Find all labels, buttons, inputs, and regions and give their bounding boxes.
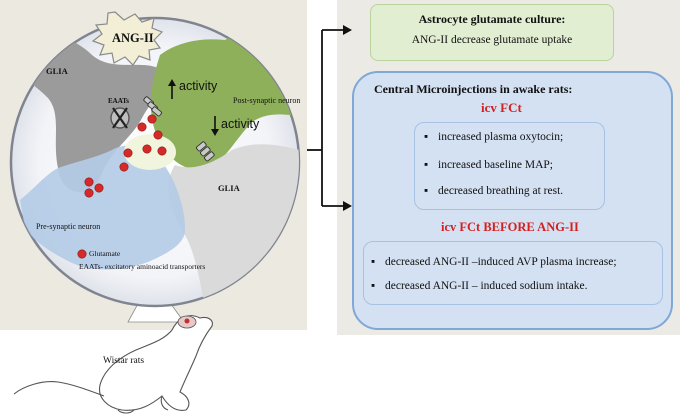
legend-eaats-label: EAATs- excitatory aminoacid transporters: [79, 262, 206, 271]
receptor-icon: [196, 141, 215, 162]
group2-item: decreased ANG-II –induced AVP plasma inc…: [371, 256, 617, 268]
microinjection-title: Central Microinjections in awake rats:: [374, 82, 573, 96]
glia-bottom: [168, 144, 299, 306]
arrow-up-icon: [168, 79, 176, 99]
culture-box: Astrocyte glutamate culture: ANG-II decr…: [370, 4, 614, 61]
eaat-transporter-icon: [110, 107, 130, 129]
activity-up-label: activity: [179, 79, 218, 93]
group1-item: increased plasma oxytocin;: [424, 131, 563, 143]
legend-glutamate-dot: [77, 249, 87, 259]
group2-title: icv FCt BEFORE ANG-II: [441, 220, 579, 234]
glutamate-dot: [119, 162, 129, 172]
glutamate-dot: [94, 183, 104, 193]
eaat-label: EAATs: [108, 97, 130, 105]
pre-synaptic-label: Pre-synaptic neuron: [36, 222, 101, 231]
glutamate-dot: [153, 130, 163, 140]
glia-top-label: GLIA: [46, 66, 68, 76]
post-synaptic-label: Post-synaptic neuron: [233, 96, 301, 105]
post-synaptic-neuron: [151, 22, 299, 171]
glutamate-dot: [142, 144, 152, 154]
ang-ii-badge-label: ANG-II: [112, 31, 154, 45]
activity-down-label: activity: [221, 117, 260, 131]
rat-label: Wistar rats: [103, 356, 145, 366]
ang-ii-badge-burst: [91, 11, 164, 66]
glutamate-dot: [147, 114, 157, 124]
group2-item: decreased ANG-II – induced sodium intake…: [371, 280, 587, 292]
glutamate-dot: [84, 188, 94, 198]
glutamate-dot: [157, 146, 167, 156]
arrow-down-icon: [211, 116, 219, 136]
pre-synaptic-neuron: [20, 145, 186, 270]
glutamate-dot: [123, 148, 133, 158]
group1-title: icv FCt: [481, 100, 522, 115]
group1-item: decreased breathing at rest.: [424, 185, 563, 197]
glutamate-dot: [84, 177, 94, 187]
culture-title: Astrocyte glutamate culture:: [418, 12, 566, 26]
legend-glutamate-label: Glutamate: [89, 249, 121, 258]
glutamate-dot: [137, 122, 147, 132]
glia-bottom-label: GLIA: [218, 183, 240, 193]
culture-result: ANG-II decrease glutamate uptake: [411, 34, 573, 46]
group1-item: increased baseline MAP;: [424, 159, 553, 171]
receptor-icon: [143, 96, 162, 117]
arrow-right-icon: [343, 201, 352, 211]
rat-head-implant-icon: [177, 315, 197, 329]
arrow-right-icon: [343, 25, 352, 35]
group2-box: [363, 241, 663, 305]
connector-arrows: [307, 29, 343, 207]
wistar-rat-illustration: [13, 315, 213, 414]
